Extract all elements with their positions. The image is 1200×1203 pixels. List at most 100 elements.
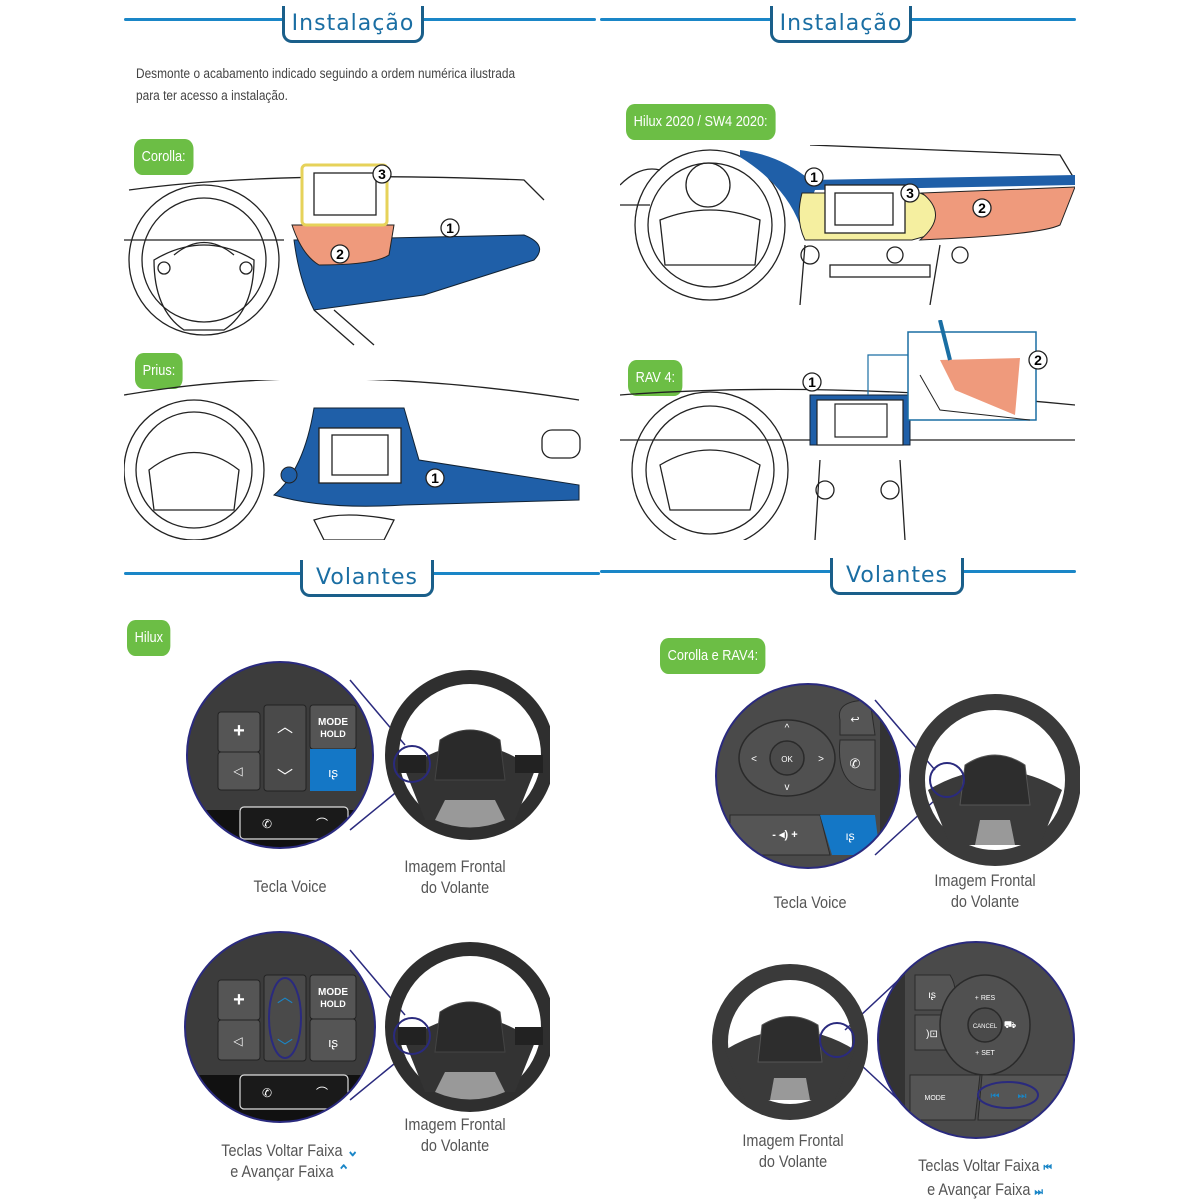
- volume-keys: - ◂) +: [772, 829, 797, 841]
- trim-panel-2: [940, 358, 1020, 415]
- step-badge: 2: [336, 246, 344, 262]
- caption-line: Teclas Voltar Faixa: [918, 1156, 1040, 1175]
- hilux-voice-key-diagram: + ◁ ︿ ﹀ MODE HOLD ıʂ ✆ ⌒: [186, 661, 550, 849]
- tag-hilux-2020: Hilux 2020 / SW4 2020:: [626, 104, 776, 140]
- step-badge: 3: [378, 166, 386, 182]
- intro-line-2: para ter acesso a instalação.: [136, 88, 288, 103]
- hangup-icon: ⌒: [316, 817, 328, 831]
- hilux-track-keys-diagram: + ◁ ︿ ﹀ MODE HOLD ıʂ ✆ ⌒: [184, 931, 550, 1123]
- caption-line: do Volante: [420, 878, 490, 897]
- caption-text: Tecla Voice: [253, 877, 327, 896]
- rav4-dashboard-illustration: 1 2: [620, 320, 1075, 540]
- caption-line: Imagem Frontal: [934, 871, 1036, 890]
- step-badge: 2: [978, 200, 986, 216]
- cruise-distance-icon: ⛟: [1004, 1020, 1017, 1031]
- steering-wheel-front: [385, 942, 550, 1112]
- tag-rav4: RAV 4:: [628, 360, 683, 396]
- section-title: Volantes: [300, 560, 434, 597]
- hold-key: HOLD: [320, 729, 346, 739]
- caption-line: do Volante: [420, 1136, 490, 1155]
- voice-icon: ıʂ: [328, 765, 339, 780]
- skip-back-icon: ⏮: [1043, 1162, 1052, 1174]
- step-badge: 1: [810, 169, 818, 185]
- caption-text: Tecla Voice: [773, 893, 847, 912]
- chevron-left-icon: <: [751, 754, 757, 765]
- caption-line: Teclas Voltar Faixa: [221, 1141, 343, 1160]
- corolla-front2-caption: Imagem Frontal do Volante: [729, 1130, 857, 1172]
- hilux-voice-caption: Tecla Voice: [231, 876, 350, 897]
- section-header-installation-right: Instalação: [600, 6, 1076, 46]
- caption-line: Imagem Frontal: [404, 857, 506, 876]
- steering-wheel-front: [909, 694, 1080, 866]
- step-badge: 3: [906, 185, 914, 201]
- caption-line: do Volante: [950, 892, 1020, 911]
- intro-text: Desmonte o acabamento indicado seguindo …: [136, 63, 576, 107]
- chevron-right-icon: >: [818, 754, 824, 765]
- caption-line: e Avançar Faixa: [927, 1180, 1031, 1199]
- tag-corolla: Corolla:: [134, 139, 194, 175]
- voice-icon: ıʂ: [845, 829, 854, 843]
- hilux-dashboard-illustration: 1 2 3: [620, 145, 1075, 305]
- tag-corolla-rav4-wheel: Corolla e RAV4:: [660, 638, 766, 674]
- section-title: Volantes: [830, 558, 964, 595]
- phone-icon: ✆: [850, 756, 861, 771]
- chevron-down-icon: ﹀: [277, 1038, 293, 1056]
- voice-icon: ıʂ: [328, 1035, 339, 1050]
- caption-line: do Volante: [758, 1152, 828, 1171]
- trim-panel-2: [918, 186, 1075, 241]
- chevron-up-icon: ︿: [277, 989, 293, 1006]
- mode-key: MODE: [318, 987, 348, 998]
- phone-icon: ✆: [262, 1086, 272, 1100]
- corolla-track-caption: Teclas Voltar Faixa ⏮ e Avançar Faixa ⏭: [909, 1155, 1062, 1203]
- steering-wheel-front: [712, 964, 868, 1120]
- step-badge: 2: [1034, 352, 1042, 368]
- corolla-track-keys-diagram: + RES CANCEL + SET MODE ıʂ )⊡ ⛟ ⏮ ⏭: [712, 941, 1075, 1139]
- section-header-wheels-left: Volantes: [124, 560, 600, 600]
- steering-wheel-front: [385, 670, 550, 840]
- chevron-down-icon: ⌄: [346, 1141, 359, 1160]
- voice-icon: ıʂ: [928, 990, 936, 1001]
- mode-key: MODE: [318, 717, 348, 728]
- skip-back-icon: ⏮: [991, 1091, 1000, 1102]
- chevron-up-icon: ⌃: [337, 1162, 350, 1181]
- ok-key: OK: [781, 755, 793, 764]
- skip-forward-icon: ⏭: [1018, 1091, 1027, 1102]
- caption-line: Imagem Frontal: [404, 1115, 506, 1134]
- chevron-up-icon: ^: [785, 723, 790, 734]
- section-title: Instalação: [282, 6, 424, 43]
- res-key: + RES: [975, 995, 996, 1002]
- mode-key: MODE: [925, 1095, 946, 1102]
- corolla-voice-caption: Tecla Voice: [751, 892, 870, 913]
- mute-icon: ◁: [233, 764, 243, 778]
- corolla-dashboard-illustration: 3 1 2: [124, 163, 545, 346]
- intro-line-1: Desmonte o acabamento indicado seguindo …: [136, 66, 516, 81]
- hilux-front2-caption: Imagem Frontal do Volante: [391, 1114, 519, 1156]
- step-badge: 1: [431, 470, 439, 486]
- caption-line: e Avançar Faixa: [230, 1162, 334, 1181]
- hold-key: HOLD: [320, 999, 346, 1009]
- chevron-up-icon: ︿: [277, 719, 293, 736]
- step-badge: 1: [808, 374, 816, 390]
- volume-up-key: +: [233, 989, 245, 1011]
- corolla-voice-key-diagram: OK ^ v < > ↩ ✆ - ◂) + ıʂ: [715, 683, 1080, 869]
- back-icon: ↩: [850, 714, 859, 726]
- section-header-wheels-right: Volantes: [600, 558, 1076, 598]
- section-header-installation-left: Instalação: [124, 6, 596, 46]
- skip-forward-icon: ⏭: [1034, 1186, 1043, 1198]
- section-title: Instalação: [770, 6, 912, 43]
- cancel-key: CANCEL: [973, 1024, 998, 1030]
- tag-prius: Prius:: [135, 353, 183, 389]
- chevron-down-icon: v: [785, 782, 790, 793]
- caption-line: Imagem Frontal: [742, 1131, 844, 1150]
- set-key: + SET: [975, 1050, 995, 1057]
- hilux-front-caption: Imagem Frontal do Volante: [391, 856, 519, 898]
- chevron-down-icon: ﹀: [277, 768, 293, 786]
- hangup-icon: ⌒: [316, 1086, 328, 1100]
- phone-icon: ✆: [262, 817, 272, 831]
- prius-dashboard-illustration: 1: [124, 380, 581, 540]
- tag-hilux-wheel: Hilux: [127, 620, 171, 656]
- corolla-front-caption: Imagem Frontal do Volante: [921, 870, 1049, 912]
- hilux-track-caption: Teclas Voltar Faixa ⌄ e Avançar Faixa ⌃: [214, 1140, 367, 1182]
- volume-up-key: +: [233, 720, 245, 742]
- mute-icon: ◁: [233, 1034, 243, 1048]
